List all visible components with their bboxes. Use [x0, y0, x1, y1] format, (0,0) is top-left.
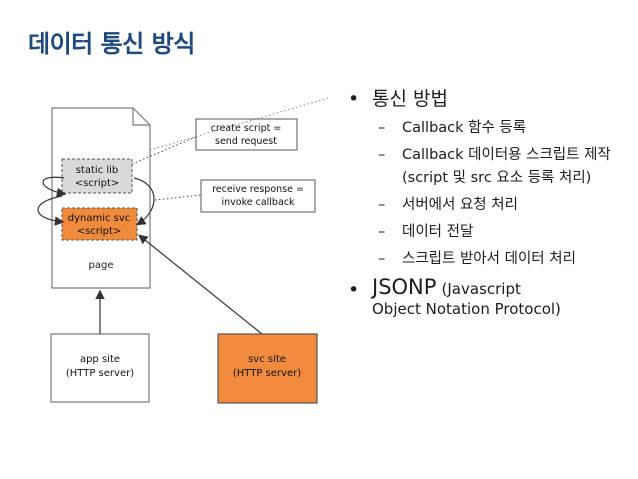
sub-bullet-text: 서버에서 요청 처리 — [402, 197, 518, 213]
app-site-label: app site — [80, 354, 120, 365]
jsonp-diagram: page static lib <script> dynamic svc <sc… — [37, 97, 329, 404]
sub-bullet-text: Callback 함수 등록 — [402, 120, 527, 136]
bullet-dot: • — [348, 88, 360, 110]
sub-bullet: –Callback 함수 등록 — [378, 120, 527, 136]
dynamic-svc-script-label: <script> — [77, 226, 122, 237]
sub-bullet: –Callback 데이터용 스크립트 제작 (script 및 src 요소 … — [378, 147, 611, 186]
create-script-callout: create script = send request — [195, 118, 298, 151]
svc-site-label: svc site — [248, 354, 286, 365]
slide-title: 데이터 통신 방식 — [28, 30, 195, 58]
receive-response-callout: receive response = invoke callback — [200, 179, 316, 213]
svc-site-box: svc site (HTTP server) — [217, 333, 318, 404]
page-label: page — [89, 260, 114, 271]
sub-bullet-text: Callback 데이터용 스크립트 제작 (script 및 src 요소 등… — [402, 147, 611, 186]
right-curve-arrow — [133, 177, 155, 226]
static-lib-label: static lib — [76, 165, 119, 176]
sub-bullet-text: 데이터 전달 — [402, 224, 474, 240]
bullet-communication-method: • 통신 방법 — [348, 86, 638, 112]
receive-response-line1: receive response = — [212, 184, 304, 195]
sub-bullet-text: 스크립트 받아서 데이터 처리 — [402, 251, 576, 267]
page-document: page — [51, 107, 151, 289]
bullet-text: 통신 방법 — [372, 88, 448, 110]
sub-bullet: –스크립트 받아서 데이터 처리 — [378, 251, 576, 267]
dotted-guide-line — [149, 97, 329, 151]
left-curve-arrow-top — [42, 176, 67, 198]
jsonp-expansion: (Javascript Object Notation Protocol) — [372, 280, 561, 318]
dynamic-svc-label: dynamic svc — [68, 213, 131, 224]
create-script-line2: send request — [215, 136, 277, 147]
app-site-box: app site (HTTP server) — [50, 333, 150, 403]
static-lib-box: static lib <script> — [61, 158, 133, 194]
left-curve-arrow-bottom — [37, 195, 65, 226]
create-script-line1: create script = — [211, 123, 282, 134]
app-site-server-label: (HTTP server) — [66, 368, 134, 379]
bullet-text: JSONP (Javascript Object Notation Protoc… — [372, 277, 572, 319]
svc-to-dynamic-arrow — [138, 234, 263, 335]
sub-bullet: –서버에서 요청 처리 — [378, 197, 518, 213]
bullet-list: • 통신 방법 –Callback 함수 등록 –Callback 데이터용 스… — [348, 86, 638, 319]
jsonp-label: JSONP — [372, 275, 437, 299]
svc-site-server-label: (HTTP server) — [233, 368, 301, 379]
bullet-dot: • — [348, 279, 360, 301]
receive-response-line2: invoke callback — [221, 197, 295, 208]
bullet-jsonp: • JSONP (Javascript Object Notation Prot… — [348, 277, 638, 319]
static-lib-script-label: <script> — [75, 178, 120, 189]
dynamic-svc-box: dynamic svc <script> — [61, 207, 138, 241]
receive-response-connector — [154, 194, 202, 201]
sub-bullet: –데이터 전달 — [378, 224, 474, 240]
